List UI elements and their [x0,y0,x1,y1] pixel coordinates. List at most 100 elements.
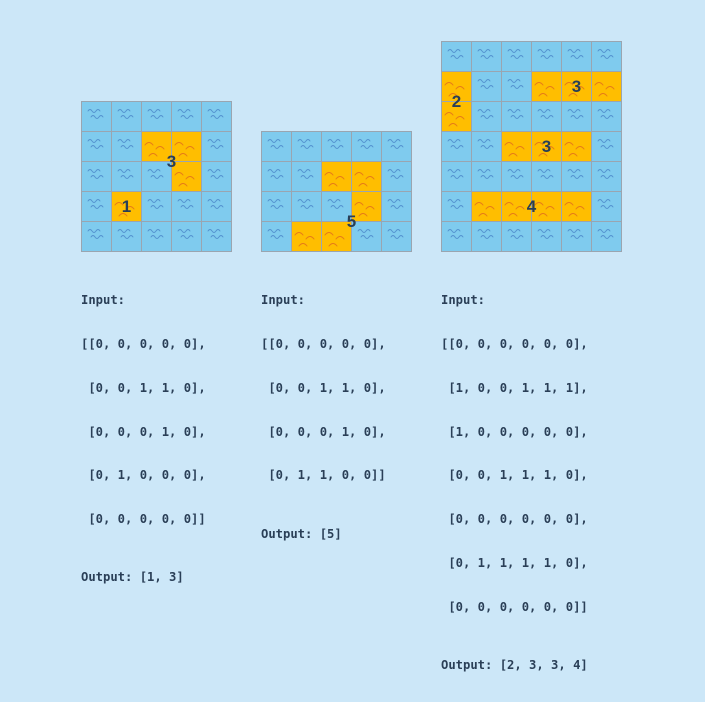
water-cell [562,222,591,251]
input-row: [0, 0, 1, 1, 0], [261,380,386,395]
land-cell [562,192,591,221]
land-cell [142,132,171,161]
input-label: Input: [441,293,486,308]
land-cell [502,192,531,221]
water-cell [502,222,531,251]
water-cell [82,192,111,221]
water-cell [442,162,471,191]
land-cell [172,132,201,161]
water-cell [292,192,321,221]
island-size-label: 2 [452,92,461,111]
input-row: [0, 0, 0, 1, 0], [261,424,386,439]
grid-example-2: 5 [261,131,412,252]
water-cell [382,162,411,191]
water-cell [142,222,171,251]
input-row: [[0, 0, 0, 0, 0], [261,336,386,351]
water-cell [592,162,621,191]
water-cell [472,222,501,251]
water-cell [172,102,201,131]
input-label: Input: [261,293,306,308]
water-cell [592,132,621,161]
water-cell [322,132,351,161]
output-text: Output: [1, 3] [81,570,184,585]
water-cell [322,192,351,221]
caption-example-1: Input: [[0, 0, 0, 0, 0], [0, 0, 1, 1, 0]… [81,264,206,614]
water-cell [562,42,591,71]
output-text: Output: [2, 3, 3, 4] [441,658,588,673]
water-cell [112,222,141,251]
water-cell [112,132,141,161]
land-cell [442,102,471,131]
input-row: [0, 0, 1, 1, 1, 0], [441,468,588,483]
land-cell [352,162,381,191]
island-size-label: 3 [167,152,176,171]
land-cell [592,72,621,101]
water-cell [142,192,171,221]
island-size-label: 3 [572,77,581,96]
water-cell [142,102,171,131]
water-cell [472,162,501,191]
input-row: [0, 1, 0, 0, 0], [81,468,206,483]
input-row: [0, 1, 1, 1, 1, 0], [441,555,588,570]
output-text: Output: [5] [261,526,342,541]
water-cell [472,42,501,71]
island-size-label: 4 [527,197,537,216]
land-cell [322,162,351,191]
land-cell [532,192,561,221]
land-cell [532,132,561,161]
water-cell [202,192,231,221]
water-cell [562,162,591,191]
water-cell [202,222,231,251]
water-cell [352,132,381,161]
land-cell [562,72,591,101]
land-cell [562,132,591,161]
water-cell [502,42,531,71]
water-cell [82,102,111,131]
water-cell [82,132,111,161]
water-cell [592,192,621,221]
water-cell [472,132,501,161]
island-size-label: 3 [542,137,551,156]
input-row: [[0, 0, 0, 0, 0], [81,336,206,351]
water-cell [82,162,111,191]
input-row: [0, 0, 1, 1, 0], [81,380,206,395]
caption-example-2: Input: [[0, 0, 0, 0, 0], [0, 0, 1, 1, 0]… [261,264,386,570]
water-cell [442,192,471,221]
water-cell [262,222,291,251]
land-cell [112,192,141,221]
land-cell [352,192,381,221]
water-cell [292,162,321,191]
water-cell [382,192,411,221]
input-row: [1, 0, 0, 1, 1, 1], [441,380,588,395]
island-size-label: 1 [122,197,131,216]
water-cell [592,42,621,71]
water-cell [352,222,381,251]
water-cell [442,132,471,161]
input-label: Input: [81,293,126,308]
water-cell [532,42,561,71]
water-cell [202,162,231,191]
water-cell [472,72,501,101]
water-cell [442,42,471,71]
water-cell [142,162,171,191]
input-row: [0, 0, 0, 1, 0], [81,424,206,439]
water-cell [172,192,201,221]
input-row: [[0, 0, 0, 0, 0, 0], [441,336,588,351]
land-cell [292,222,321,251]
water-cell [382,222,411,251]
water-cell [592,102,621,131]
land-cell [532,72,561,101]
water-cell [382,132,411,161]
water-cell [202,102,231,131]
water-cell [112,102,141,131]
water-cell [502,72,531,101]
water-cell [532,102,561,131]
water-cell [112,162,141,191]
land-cell [472,192,501,221]
water-cell [532,162,561,191]
caption-example-3: Input: [[0, 0, 0, 0, 0, 0], [1, 0, 0, 1,… [441,264,588,702]
land-cell [442,72,471,101]
island-size-label: 5 [347,212,356,231]
water-cell [292,132,321,161]
land-cell [322,222,351,251]
